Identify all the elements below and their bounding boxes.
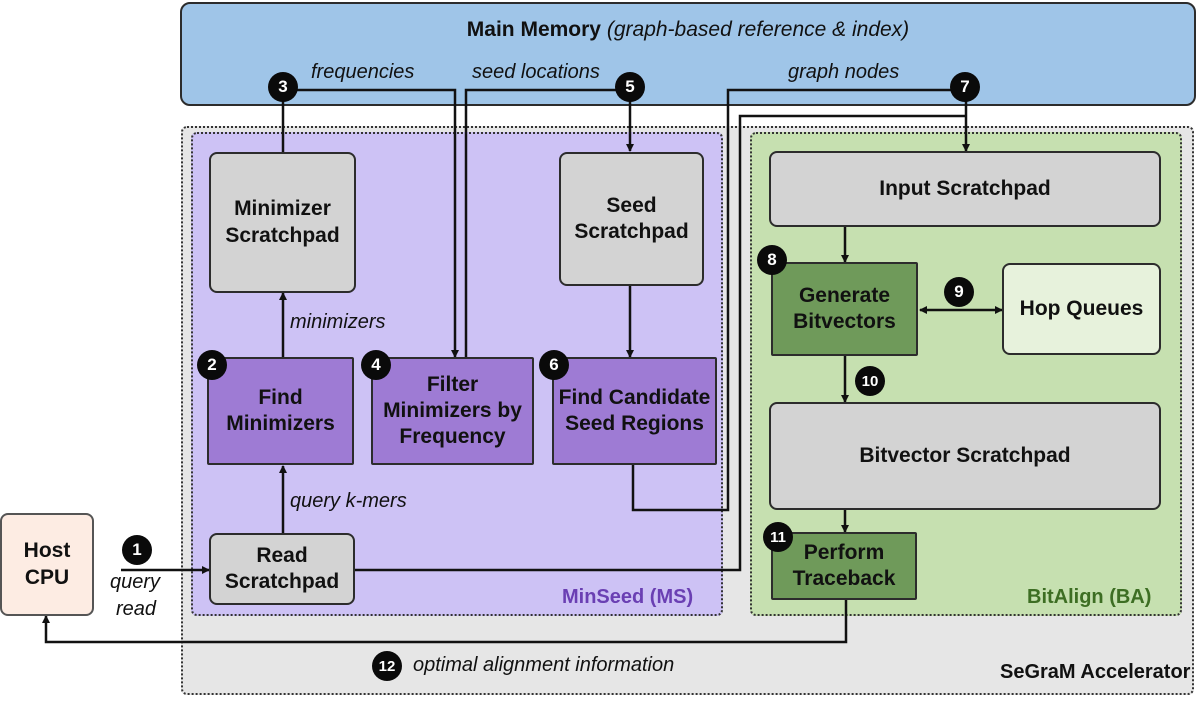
host-cpu: Host CPU bbox=[0, 513, 94, 616]
label-query: query bbox=[110, 571, 161, 593]
label-optimal-alignment: optimal alignment information bbox=[413, 654, 675, 676]
bitalign-title: BitAlign (BA) bbox=[1027, 586, 1152, 608]
find-candidate-seed-regions: Find Candidate Seed Regions bbox=[552, 357, 717, 465]
arrow-filter-to-seed-locations bbox=[464, 88, 630, 357]
step-badge-3: 3 bbox=[268, 72, 298, 102]
segram-accelerator-title: SeGraM Accelerator bbox=[1000, 661, 1191, 683]
main-memory-title: Main Memory bbox=[466, 18, 601, 41]
label-graph-nodes: graph nodes bbox=[788, 61, 900, 83]
step-badge-10: 10 bbox=[855, 366, 885, 396]
main-memory-subtitle: (graph-based reference & index) bbox=[606, 18, 910, 41]
arrow-traceback-to-host bbox=[42, 599, 848, 644]
filter-minimizers-by-frequency: Filter Minimizers by Frequency bbox=[371, 357, 534, 465]
seed-scratchpad: Seed Scratchpad bbox=[559, 152, 704, 286]
bitvector-scratchpad: Bitvector Scratchpad bbox=[769, 402, 1161, 510]
input-scratchpad: Input Scratchpad bbox=[769, 151, 1161, 227]
label-frequencies: frequencies bbox=[311, 61, 415, 83]
step-badge-1: 1 bbox=[122, 535, 152, 565]
find-minimizers: Find Minimizers bbox=[207, 357, 354, 465]
step-badge-11: 11 bbox=[763, 522, 793, 552]
minimizer-scratchpad: Minimizer Scratchpad bbox=[209, 152, 356, 293]
step-badge-8: 8 bbox=[757, 245, 787, 275]
minseed-title: MinSeed (MS) bbox=[562, 586, 694, 608]
step-badge-7: 7 bbox=[950, 72, 980, 102]
main-memory-region bbox=[180, 2, 1196, 106]
step-badge-4: 4 bbox=[361, 350, 391, 380]
main-memory-heading: Main Memory (graph-based reference & ind… bbox=[180, 18, 1196, 42]
perform-traceback: Perform Traceback bbox=[771, 532, 917, 600]
label-minimizers: minimizers bbox=[290, 311, 386, 333]
step-badge-5: 5 bbox=[615, 72, 645, 102]
hop-queues: Hop Queues bbox=[1002, 263, 1161, 355]
arrow-frequencies-to-filter bbox=[283, 88, 459, 358]
step-badge-9: 9 bbox=[944, 277, 974, 307]
arrow-read-to-input-scratchpad bbox=[355, 114, 966, 572]
label-query-kmers: query k-mers bbox=[290, 490, 407, 512]
label-seed-locations: seed locations bbox=[472, 61, 600, 83]
step-badge-6: 6 bbox=[539, 350, 569, 380]
read-scratchpad: Read Scratchpad bbox=[209, 533, 355, 605]
generate-bitvectors: Generate Bitvectors bbox=[771, 262, 918, 356]
step-badge-12: 12 bbox=[372, 651, 402, 681]
arrow-candidate-to-graph-nodes bbox=[631, 88, 966, 512]
label-read: read bbox=[116, 598, 157, 620]
step-badge-2: 2 bbox=[197, 350, 227, 380]
